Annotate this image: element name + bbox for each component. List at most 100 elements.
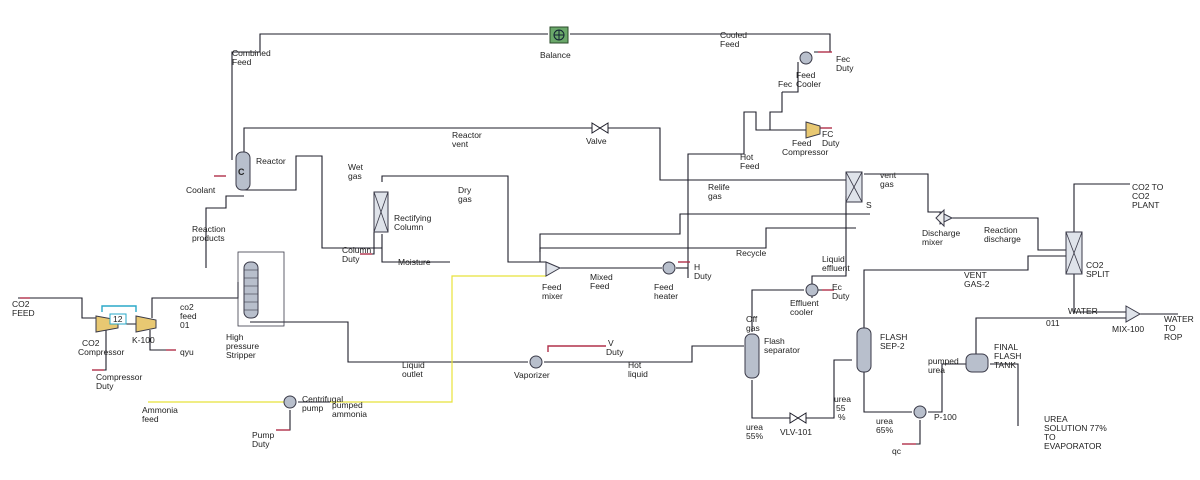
stream-vent-gas-2 bbox=[863, 255, 1066, 336]
label-k100: K-100 bbox=[132, 335, 155, 345]
label-vaporizer: Vaporizer bbox=[514, 370, 550, 380]
stream-cooled-feed bbox=[570, 33, 831, 53]
svg-text:C: C bbox=[238, 167, 245, 177]
stream-co2-feed bbox=[18, 297, 96, 319]
p100-pump-icon[interactable] bbox=[913, 405, 927, 419]
energy-streams bbox=[20, 51, 916, 445]
vlv101-valve-icon[interactable] bbox=[789, 412, 807, 424]
feed-compressor-icon[interactable] bbox=[805, 121, 821, 139]
label-balance: Balance bbox=[540, 50, 571, 60]
feed-cooler-icon[interactable] bbox=[799, 51, 813, 65]
stream-reactor-vent-2 bbox=[608, 127, 846, 181]
rectifying-column-icon[interactable] bbox=[373, 191, 389, 233]
final-flash-tank-icon[interactable] bbox=[965, 353, 989, 373]
co2-split-icon[interactable] bbox=[1065, 231, 1083, 275]
stream-urea-65 bbox=[863, 372, 912, 413]
label-qyu: qyu bbox=[180, 347, 194, 357]
label-fec: Fec bbox=[778, 79, 793, 89]
feed-heater-icon[interactable] bbox=[662, 261, 676, 275]
high-pressure-stripper-icon[interactable] bbox=[237, 251, 285, 327]
label-qc: qc bbox=[892, 446, 902, 456]
stream-recycle-2 bbox=[539, 213, 870, 252]
mix100-icon[interactable] bbox=[1125, 305, 1142, 323]
stream-qc-line bbox=[906, 420, 921, 445]
duty-arrow-v bbox=[547, 345, 606, 352]
label-valve: Valve bbox=[586, 136, 607, 146]
flash-sep-2-icon[interactable] bbox=[856, 327, 872, 373]
flash-separator-icon[interactable] bbox=[744, 333, 760, 379]
stream-effluent-out bbox=[751, 289, 804, 332]
stream-wet-gas bbox=[244, 155, 382, 249]
stream-liquid-outlet bbox=[250, 321, 528, 363]
recycle-12-block[interactable] bbox=[109, 313, 127, 325]
vaporizer-icon[interactable] bbox=[529, 355, 543, 369]
stream-vent-gas bbox=[864, 173, 944, 213]
balance-icon[interactable] bbox=[549, 26, 569, 44]
stream-feed-compressor-in bbox=[769, 92, 806, 131]
centrifugal-pump-icon[interactable] bbox=[283, 395, 297, 409]
stream-qyu-line bbox=[149, 330, 166, 351]
stream-liquid-effluent bbox=[811, 196, 847, 286]
valve-icon[interactable] bbox=[591, 122, 609, 134]
label-moisture: Moisture bbox=[398, 257, 431, 267]
label-recycle: Recycle bbox=[736, 248, 767, 258]
stream-moisture bbox=[381, 234, 450, 263]
stream-combined-feed bbox=[231, 33, 548, 160]
discharge-mixer-icon[interactable] bbox=[935, 208, 954, 228]
stream-pump-duty-line bbox=[280, 410, 291, 431]
stream-fec bbox=[782, 62, 799, 93]
stream-lines bbox=[18, 33, 1178, 445]
reactor-icon[interactable]: C bbox=[235, 151, 251, 191]
k100-compressor-icon[interactable] bbox=[135, 315, 157, 333]
splitter-s-icon[interactable] bbox=[845, 171, 863, 203]
effluent-cooler-icon[interactable] bbox=[805, 283, 819, 297]
label-mix100: MIX-100 bbox=[1112, 324, 1144, 334]
label-p100: P-100 bbox=[934, 412, 957, 422]
stream-reaction-products bbox=[205, 195, 244, 268]
stream-vlv-out bbox=[806, 359, 852, 419]
label-reactor: Reactor bbox=[256, 156, 286, 166]
label-splitter-s: S bbox=[866, 200, 872, 210]
label-vlv101: VLV-101 bbox=[780, 427, 812, 437]
stream-co2-to-plant bbox=[1073, 183, 1130, 232]
feed-mixer-icon[interactable] bbox=[545, 261, 562, 277]
label-stream-011: 011 bbox=[1046, 318, 1060, 328]
